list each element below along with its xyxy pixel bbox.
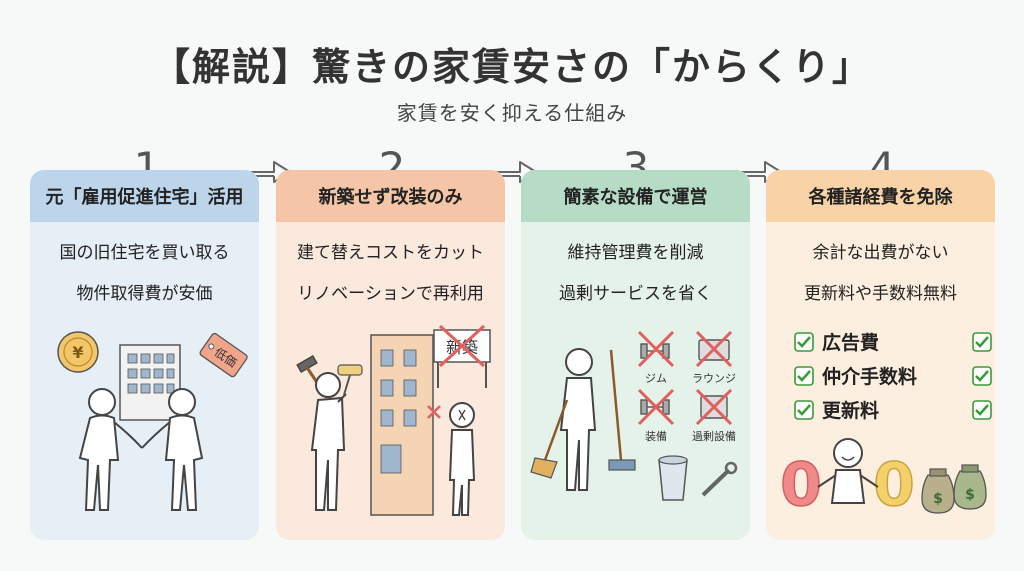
check-label: 広告費 bbox=[822, 332, 880, 354]
check-item: 仲介手数料 bbox=[794, 362, 992, 389]
building-icon bbox=[370, 334, 434, 516]
simple-facilities-illustration: ジム ラウンジ 装備 過剰設備 bbox=[530, 330, 738, 501]
painter-person bbox=[310, 372, 347, 511]
step-line: 更新料や手数料無料 bbox=[804, 284, 957, 304]
step-line: 余計な出費がない bbox=[812, 243, 949, 263]
yen-coin-icon: ¥ bbox=[57, 331, 99, 373]
step-line: 物件取得費が安価 bbox=[76, 284, 213, 304]
step-line: 過剰サービスを省く bbox=[559, 284, 712, 304]
item-label-lounge: ラウンジ bbox=[692, 372, 736, 385]
checkbox-icon bbox=[972, 331, 992, 352]
money-bag-icon: $ bbox=[953, 464, 987, 510]
person-right bbox=[141, 388, 204, 511]
step-card-4: 各種諸経費を免除 余計な出費がない 更新料や手数料無料 広告費 仲介手数料 更新… bbox=[766, 170, 995, 540]
money-bag-icon: $ bbox=[921, 468, 955, 514]
check-item: 更新料 bbox=[794, 396, 992, 423]
zero-right: 0 bbox=[873, 450, 915, 520]
check-label: 仲介手数料 bbox=[822, 366, 918, 388]
step-heading: 各種諸経費を免除 bbox=[766, 170, 995, 222]
cross-mark-icon bbox=[695, 388, 733, 426]
renovation-illustration: 新築 bbox=[296, 324, 491, 516]
small-person bbox=[448, 402, 476, 516]
checkbox-icon bbox=[972, 399, 992, 420]
step-line: 国の旧住宅を買い取る bbox=[59, 243, 230, 263]
cross-mark-icon bbox=[637, 330, 675, 368]
checkbox-icon bbox=[794, 365, 814, 386]
checkbox-icon bbox=[794, 399, 814, 420]
person-left bbox=[78, 388, 143, 511]
mop-icon bbox=[608, 349, 636, 471]
check-item: 広告費 bbox=[794, 328, 992, 355]
step-heading: 新築せず改装のみ bbox=[276, 170, 505, 222]
step-line: 建て替えコストをカット bbox=[297, 243, 484, 263]
zero-left: 0 bbox=[780, 450, 822, 520]
zero-cost-illustration: 0 0 $ $ bbox=[779, 438, 987, 521]
step-heading: 簡素な設備で運営 bbox=[521, 170, 750, 222]
broom-icon bbox=[530, 399, 569, 479]
handshake-illustration: ¥ 低価 bbox=[57, 331, 248, 511]
cross-mark-icon bbox=[427, 405, 441, 419]
wrench-icon bbox=[701, 461, 738, 497]
item-label-excess: 過剰設備 bbox=[692, 429, 736, 443]
step-card-3: 簡素な設備で運営 維持管理費を削減 過剰サービスを省く ジム bbox=[521, 170, 750, 540]
happy-person bbox=[817, 438, 879, 504]
bucket-icon bbox=[658, 455, 688, 501]
page-title: 【解説】驚きの家賃安さの「からくり」 bbox=[151, 45, 872, 89]
page-subtitle: 家賃を安く抑える仕組み bbox=[396, 101, 628, 125]
checkbox-icon bbox=[972, 365, 992, 386]
cross-mark-icon bbox=[695, 330, 733, 368]
check-label: 更新料 bbox=[822, 400, 880, 422]
step-card-1: 元「雇用促進住宅」活用 国の旧住宅を買い取る 物件取得費が安価 ¥ 低価 bbox=[30, 170, 259, 540]
svg-text:¥: ¥ bbox=[72, 343, 83, 362]
step-line: 維持管理費を削減 bbox=[567, 243, 704, 263]
step-line: リノベーションで再利用 bbox=[297, 284, 484, 304]
step-card-2: 新築せず改装のみ 建て替えコストをカット リノベーションで再利用 bbox=[276, 170, 505, 540]
cross-mark-icon bbox=[637, 388, 675, 426]
money-bag-label: $ bbox=[965, 487, 975, 503]
item-label-equipment: 装備 bbox=[645, 430, 667, 443]
item-label-gym: ジム bbox=[645, 372, 667, 385]
new-build-sign: 新築 bbox=[433, 324, 491, 388]
price-tag-icon: 低価 bbox=[199, 332, 248, 378]
step-heading: 元「雇用促進住宅」活用 bbox=[30, 170, 259, 222]
cleaning-person bbox=[559, 348, 597, 491]
checkbox-icon bbox=[794, 331, 814, 352]
paint-roller-icon bbox=[337, 364, 363, 396]
money-bag-label: $ bbox=[933, 491, 943, 507]
